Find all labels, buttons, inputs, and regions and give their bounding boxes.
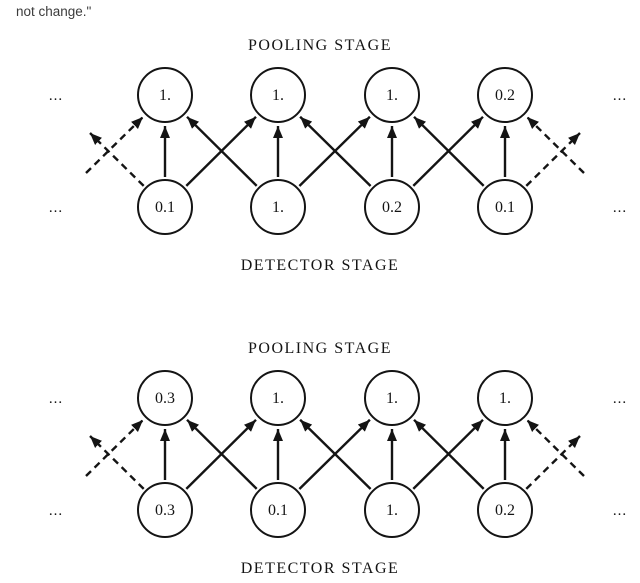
detector-node-1 (250, 482, 306, 538)
detector-node-2 (364, 179, 420, 235)
continuation-ellipsis: ... (49, 88, 63, 104)
pooling-node-0 (137, 67, 193, 123)
pooling-node-2 (364, 67, 420, 123)
detector-node-value-1: 1. (272, 199, 284, 216)
pooling-node-0 (137, 370, 193, 426)
detector-stage-label: DETECTOR STAGE (241, 257, 400, 274)
offscreen-connection-arrow (525, 132, 581, 187)
pooling-node-value-0: 0.3 (155, 390, 175, 407)
detector-node-value-0: 0.1 (155, 199, 175, 216)
pooling-stage-label: POOLING STAGE (248, 340, 392, 357)
offscreen-connection-arrow (89, 435, 145, 490)
continuation-ellipsis: ... (49, 503, 63, 519)
continuation-ellipsis: ... (613, 88, 627, 104)
pooling-node-1 (250, 370, 306, 426)
detector-node-value-3: 0.1 (495, 199, 515, 216)
pooling-node-value-3: 1. (499, 390, 511, 407)
offscreen-connection-arrow (89, 132, 145, 187)
continuation-ellipsis: ... (49, 200, 63, 216)
pooling-node-3 (477, 370, 533, 426)
connection-arrow (186, 418, 258, 490)
pooling-stage-label: POOLING STAGE (248, 37, 392, 54)
page-text-fragment: not change." (16, 4, 92, 19)
connection-arrow (299, 418, 372, 490)
detector-node-value-2: 0.2 (382, 199, 402, 216)
pooling-node-value-3: 0.2 (495, 87, 515, 104)
max-pooling-diagram-2: POOLING STAGE DETECTOR STAGE............ 0… (49, 340, 627, 577)
detector-node-1 (250, 179, 306, 235)
detector-node-value-3: 0.2 (495, 502, 515, 519)
pooling-node-value-1: 1. (272, 87, 284, 104)
detector-node-3 (477, 179, 533, 235)
detector-node-value-1: 0.1 (268, 502, 288, 519)
connection-arrow (299, 115, 372, 187)
continuation-ellipsis: ... (49, 391, 63, 407)
connection-arrow (413, 418, 485, 490)
detector-node-value-2: 1. (386, 502, 398, 519)
offscreen-connection-arrow (85, 116, 144, 174)
detector-node-0 (137, 482, 193, 538)
continuation-ellipsis: ... (613, 503, 627, 519)
continuation-ellipsis: ... (613, 391, 627, 407)
pooling-node-1 (250, 67, 306, 123)
detector-node-2 (364, 482, 420, 538)
pooling-node-value-0: 1. (159, 87, 171, 104)
connection-arrow (413, 115, 485, 187)
detector-node-3 (477, 482, 533, 538)
detector-node-value-0: 0.3 (155, 502, 175, 519)
max-pooling-diagram-1: POOLING STAGE DETECTOR STAGE............ 1… (49, 37, 627, 274)
pooling-node-value-1: 1. (272, 390, 284, 407)
connection-arrow (186, 115, 258, 187)
offscreen-connection-arrow (526, 116, 585, 174)
continuation-ellipsis: ... (613, 200, 627, 216)
pooling-node-3 (477, 67, 533, 123)
detector-stage-label: DETECTOR STAGE (241, 560, 400, 577)
offscreen-connection-arrow (526, 419, 585, 477)
detector-node-0 (137, 179, 193, 235)
offscreen-connection-arrow (525, 435, 581, 490)
pooling-node-value-2: 1. (386, 87, 398, 104)
pooling-node-2 (364, 370, 420, 426)
pooling-node-value-2: 1. (386, 390, 398, 407)
offscreen-connection-arrow (85, 419, 144, 477)
